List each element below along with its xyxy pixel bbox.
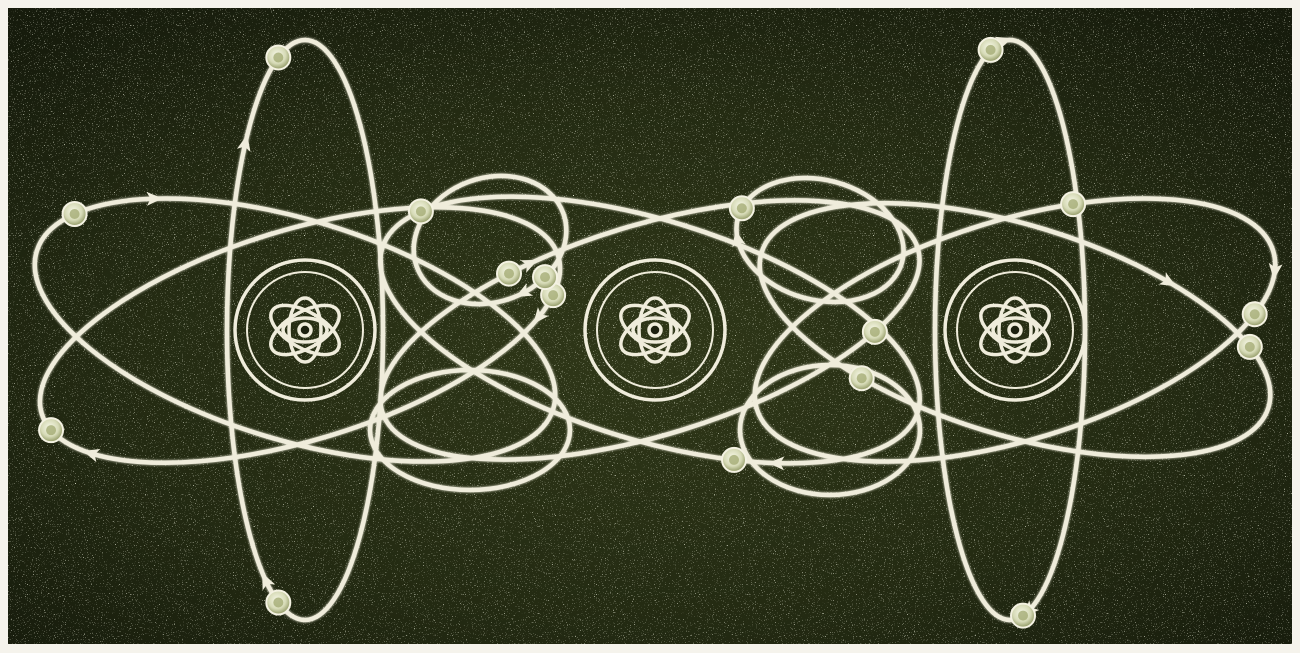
electron [409, 199, 433, 223]
electron [39, 418, 63, 442]
electron [979, 38, 1003, 62]
electron [1011, 604, 1035, 628]
electron [1238, 335, 1262, 359]
nucleus-core [649, 324, 661, 336]
electron [850, 366, 874, 390]
electron [722, 448, 746, 472]
electron [533, 265, 557, 289]
nucleus-core [299, 324, 311, 336]
nucleus-core [1009, 324, 1021, 336]
electron [1061, 192, 1085, 216]
electron [730, 196, 754, 220]
electron [266, 591, 290, 615]
electron [266, 45, 290, 69]
electron [1243, 302, 1267, 326]
electron [63, 202, 87, 226]
electron [863, 320, 887, 344]
electron [497, 262, 521, 286]
